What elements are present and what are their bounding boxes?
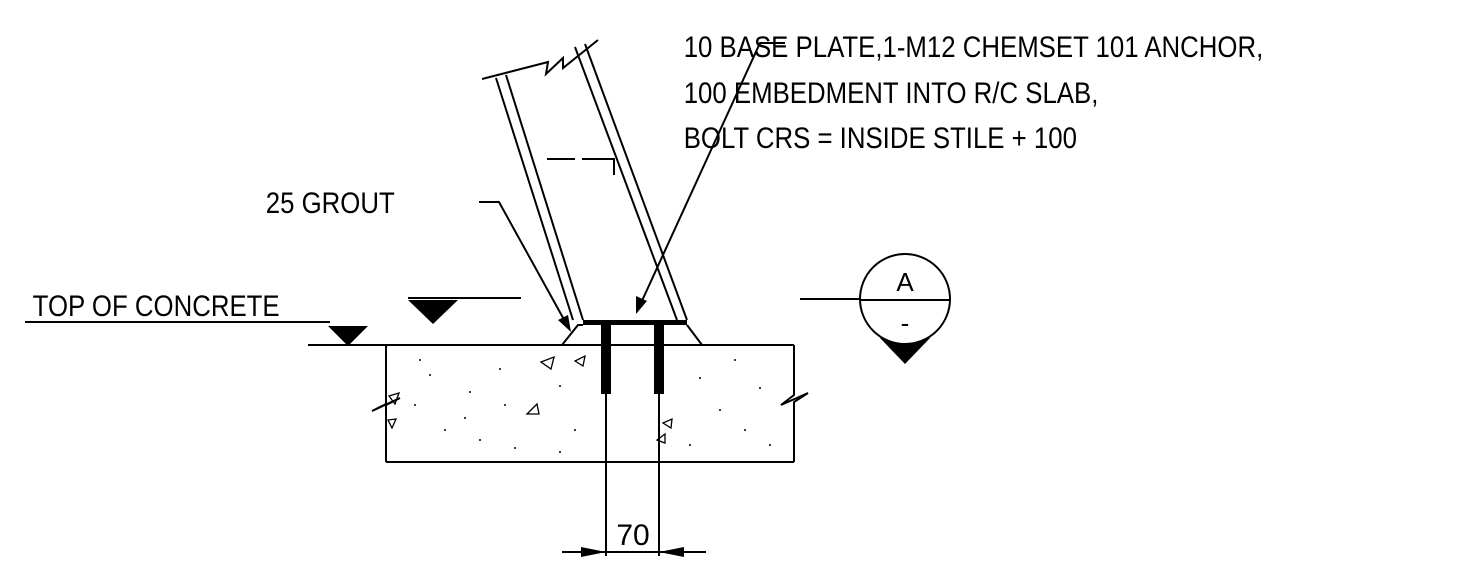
dimension-70 <box>562 394 706 557</box>
section-letter: A <box>896 267 914 297</box>
anchor-bolt-right <box>654 320 664 394</box>
anchor-bolt-left <box>601 320 611 394</box>
section-marker: A - <box>800 253 951 364</box>
grout-leader <box>479 201 571 332</box>
dimension-label: 70 <box>616 519 649 552</box>
grout-pad <box>561 324 703 346</box>
note-leader <box>636 42 785 314</box>
concrete-hatch <box>387 354 771 453</box>
note-line-2: 100 EMBEDMENT INTO R/C SLAB, <box>684 76 1099 109</box>
stile-member <box>481 39 688 321</box>
level-triangle-icon <box>408 300 458 324</box>
concrete-slab <box>308 344 809 463</box>
level-triangle-icon <box>328 326 368 346</box>
level-markers <box>25 297 521 346</box>
grout-label: 25 GROUT <box>266 186 395 219</box>
section-sheet: - <box>901 308 910 338</box>
note-line-3: BOLT CRS = INSIDE STILE + 100 <box>684 121 1077 154</box>
top-of-concrete-label: TOP OF CONCRETE <box>33 289 280 322</box>
section-pointer-icon <box>880 338 930 364</box>
note-line-1: 10 BASE PLATE,1-M12 CHEMSET 101 ANCHOR, <box>684 30 1264 63</box>
anchor-bolts <box>601 320 664 394</box>
base-plate <box>583 320 687 325</box>
